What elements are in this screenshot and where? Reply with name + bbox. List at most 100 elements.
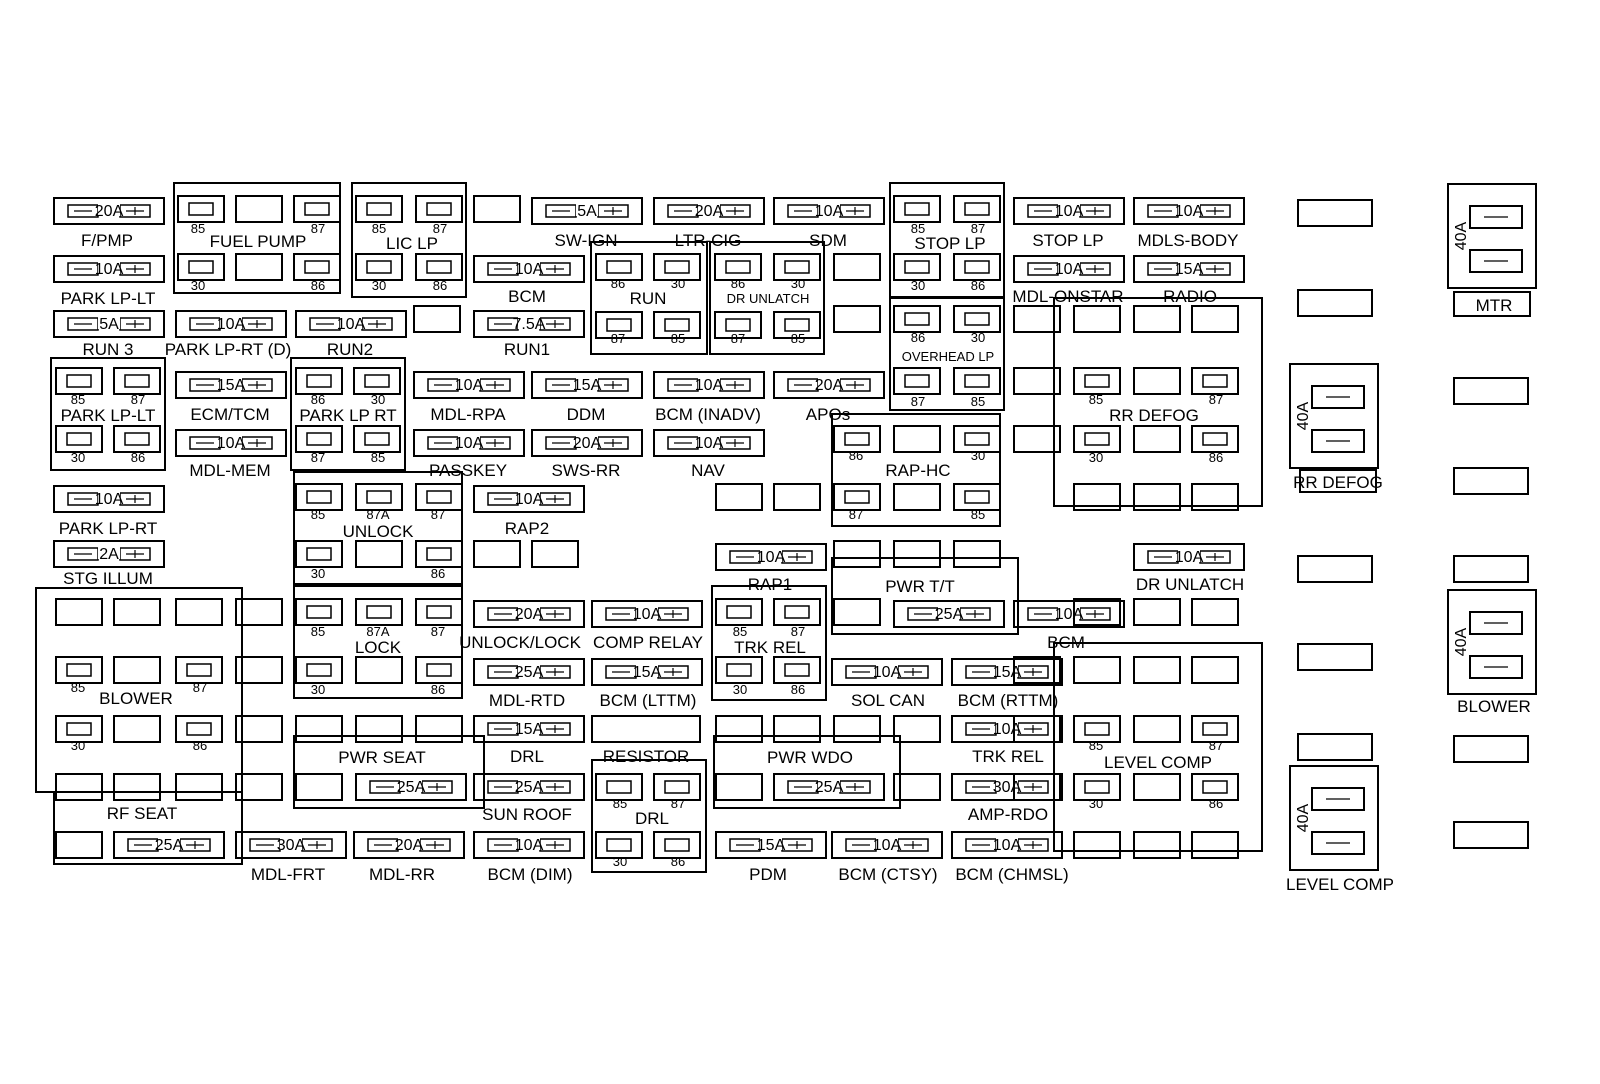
relay-label: UNLOCK <box>343 522 415 541</box>
relay-terminal <box>1084 432 1110 446</box>
maxi-rating: 40A <box>1295 803 1312 832</box>
pin-number: 86 <box>671 854 685 869</box>
fuse-rating: 10A <box>217 435 246 452</box>
fuse-outline <box>951 831 1063 859</box>
relay-cavity <box>353 425 401 453</box>
pin-number: 85 <box>1089 738 1103 753</box>
empty-slot <box>1453 377 1529 405</box>
amp-bg <box>98 490 120 504</box>
empty-slot <box>1297 555 1373 583</box>
pin-number: 86 <box>1209 450 1223 465</box>
amp-bg <box>576 376 598 390</box>
empty-slot <box>1133 483 1181 511</box>
amp-bg <box>698 376 720 390</box>
fuse-label: SOL CAN <box>851 691 925 710</box>
maxi-terminal <box>1311 787 1365 811</box>
fuse-label: PARK LP-RT (D) <box>165 340 292 359</box>
fuse-label: BCM (CTSY) <box>838 865 937 884</box>
relay-cavity <box>953 483 1001 511</box>
fuse-rating: 15A <box>1175 261 1204 278</box>
empty-slot <box>415 715 463 743</box>
relay-terminal <box>664 838 690 852</box>
relay-cavity <box>1191 715 1239 743</box>
fuse-rating: 15A <box>217 377 246 394</box>
fuse-rating: 10A <box>873 837 902 854</box>
relay-terminal <box>784 318 810 332</box>
relay-outline <box>831 557 1019 635</box>
fuse-outline <box>355 773 467 801</box>
relay-label: RUN <box>630 289 667 308</box>
amp-bg <box>518 836 540 850</box>
pin-number: 30 <box>1089 796 1103 811</box>
fuse-rating: 20A <box>573 435 602 452</box>
relay-outline <box>889 297 1005 411</box>
fuse-outline <box>235 831 347 859</box>
fuse-label: SW-IGN <box>555 231 618 250</box>
relay-terminal <box>904 374 930 388</box>
fuse-label: AMP-RDO <box>968 805 1048 824</box>
pin-number: 87 <box>193 680 207 695</box>
empty-slot <box>235 195 283 223</box>
relay-cavity <box>653 253 701 281</box>
fuse-rating: 10A <box>515 261 544 278</box>
relay-outline <box>293 471 463 585</box>
amp-bg <box>1178 260 1200 274</box>
relay-cavity <box>355 195 403 223</box>
maxi-label: MTR <box>1476 296 1513 315</box>
empty-slot <box>893 773 941 801</box>
fuse-rating: 15A <box>757 837 786 854</box>
relay-cavity <box>415 195 463 223</box>
empty-slot <box>1191 831 1239 859</box>
fuse-rating: 20A <box>515 606 544 623</box>
pin-number: 85 <box>971 507 985 522</box>
pin-number: 30 <box>71 450 85 465</box>
relay-cavity <box>415 483 463 511</box>
fuse-rating: 15A <box>633 664 662 681</box>
maxi-label: RR DEFOG <box>1293 473 1383 492</box>
pin-number: 85 <box>911 221 925 236</box>
amp-bg <box>518 605 540 619</box>
pin-number: 87 <box>311 450 325 465</box>
fuse-outline <box>951 773 1063 801</box>
amp-bg <box>698 202 720 216</box>
relay-cavity <box>773 656 821 684</box>
relay-terminal <box>904 312 930 326</box>
fuse-f-bcmctsy: 10A BCM (CTSY) <box>831 831 943 884</box>
relay-outline <box>831 413 1001 527</box>
pin-number: 86 <box>431 682 445 697</box>
pin-number: 30 <box>371 392 385 407</box>
pin-number: 86 <box>731 276 745 291</box>
fuse-rating: 20A <box>395 837 424 854</box>
relay-outline <box>713 735 901 809</box>
fuse-outline <box>113 831 225 859</box>
fuse-outline <box>951 658 1063 686</box>
empty-slot <box>1133 656 1181 684</box>
empty-slot <box>1073 483 1121 511</box>
pin-number: 85 <box>613 796 627 811</box>
empty-slot <box>1453 467 1529 495</box>
relay-cavity <box>595 773 643 801</box>
fuse-rating: 25A <box>935 606 964 623</box>
fuse-rating: 10A <box>1055 203 1084 220</box>
fuse-rating: 5A <box>577 203 597 220</box>
relay-terminal <box>366 260 392 274</box>
relay-outline <box>293 735 485 809</box>
relay-terminal <box>844 490 870 504</box>
amp-bg <box>98 545 120 559</box>
relay-cavity <box>355 483 403 511</box>
pin-number: 87 <box>971 221 985 236</box>
empty-slot <box>1013 773 1061 801</box>
relay-terminal <box>66 374 92 388</box>
relay-r-pwrtt-label: PWR T/T <box>885 577 955 596</box>
